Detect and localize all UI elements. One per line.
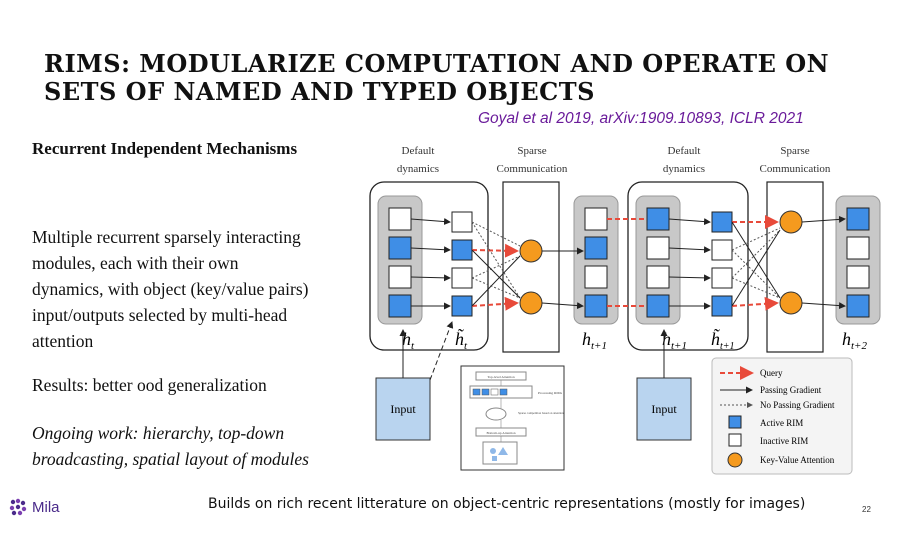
sparse-communication-label: Communication <box>760 163 831 175</box>
inactive-rim <box>451 267 473 289</box>
citation: Goyal et al 2019, arXiv:1909.10893, ICLR… <box>478 110 804 127</box>
ongoing-line: Ongoing work: hierarchy, top-down <box>32 423 285 443</box>
description-line: attention <box>32 331 94 351</box>
inactive-rim <box>846 236 870 260</box>
sparse-communication-label: Communication <box>497 163 568 175</box>
active-rim <box>584 294 608 318</box>
input-label: Input <box>651 402 677 416</box>
legend-inactive-swatch <box>728 433 742 447</box>
page-number: 22 <box>862 505 871 514</box>
sparse-column <box>766 181 824 353</box>
inset-label: Top-level Attention <box>487 375 515 379</box>
legend-kv-swatch <box>727 452 743 468</box>
active-rim <box>451 239 473 261</box>
active-rim <box>388 294 412 318</box>
h-t1-label: ht+1 <box>582 329 607 352</box>
inactive-rim <box>388 265 412 289</box>
title-line-2: SETS OF NAMED AND TYPED OBJECTS <box>44 77 595 106</box>
active-rim <box>846 207 870 231</box>
inset-label: Bottom-up Attention <box>486 431 515 435</box>
inactive-rim <box>451 211 473 233</box>
description-line: dynamics, with object (key/value pairs) <box>32 279 309 299</box>
description: Multiple recurrent sparsely interacting … <box>32 224 309 354</box>
active-rim <box>451 295 473 317</box>
default-dynamics-label: dynamics <box>397 163 439 175</box>
title-line-1: RIMS: MODULARIZE COMPUTATION AND OPERATE… <box>44 49 830 78</box>
mila-logo-text: Mila <box>32 498 60 516</box>
active-rim <box>584 236 608 260</box>
htilde-t1-label: h̃t+1 <box>711 328 735 352</box>
input-label: Input <box>390 402 416 416</box>
active-rim <box>711 211 733 233</box>
kv-attention-node <box>779 210 803 234</box>
legend-passing-label: Passing Gradient <box>760 385 822 395</box>
h-t1b-label: ht+1 <box>662 329 687 352</box>
legend-no-passing-label: No Passing Gradient <box>760 400 835 410</box>
results-text: Results: better ood generalization <box>32 375 267 395</box>
inactive-rim <box>388 207 412 231</box>
input-box <box>636 377 692 441</box>
h-t-label: ht <box>402 329 415 352</box>
inset-label: Sparse competition based on attention <box>518 411 564 415</box>
active-rim <box>646 207 670 231</box>
inactive-rim <box>584 265 608 289</box>
inactive-rim <box>711 239 733 261</box>
ongoing-work: Ongoing work: hierarchy, top-down broadc… <box>32 420 309 472</box>
active-rim <box>646 294 670 318</box>
default-dynamics-label: dynamics <box>663 163 705 175</box>
kv-attention-node <box>779 291 803 315</box>
default-dynamics-label: Default <box>402 145 435 157</box>
slide-title: RIMS: MODULARIZE COMPUTATION AND OPERATE… <box>44 50 829 106</box>
mila-logo-icon <box>9 498 27 516</box>
sparse-communication-label: Sparse <box>517 145 546 157</box>
active-rim <box>711 295 733 317</box>
subheading: Recurrent Independent Mechanisms <box>32 139 298 158</box>
inactive-rim <box>646 236 670 260</box>
h-t2-label: ht+2 <box>842 329 867 352</box>
inactive-rim <box>646 265 670 289</box>
inactive-rim <box>711 267 733 289</box>
legend-active-label: Active RIM <box>760 418 803 428</box>
description-line: modules, each with their own <box>32 253 239 273</box>
inactive-rim <box>846 265 870 289</box>
ongoing-line: broadcasting, spatial layout of modules <box>32 449 309 469</box>
description-line: input/outputs selected by multi-head <box>32 305 288 325</box>
kv-attention-node <box>519 291 543 315</box>
sparse-column <box>502 181 560 353</box>
legend-query-label: Query <box>760 368 783 378</box>
active-rim <box>388 236 412 260</box>
legend-inactive-label: Inactive RIM <box>760 436 808 446</box>
mila-logo: Mila <box>8 497 60 517</box>
footer-text: Builds on rich recent litterature on obj… <box>208 496 806 512</box>
active-rim <box>846 294 870 318</box>
inactive-rim <box>584 207 608 231</box>
default-dynamics-label: Default <box>668 145 701 157</box>
legend-active-swatch <box>728 415 742 429</box>
sparse-communication-label: Sparse <box>780 145 809 157</box>
inset-label: Processing RIMs <box>538 391 563 395</box>
legend-kv-label: Key-Value Attention <box>760 455 835 465</box>
htilde-t-label: h̃t <box>455 328 468 352</box>
kv-attention-node <box>519 239 543 263</box>
description-line: Multiple recurrent sparsely interacting <box>32 227 301 247</box>
